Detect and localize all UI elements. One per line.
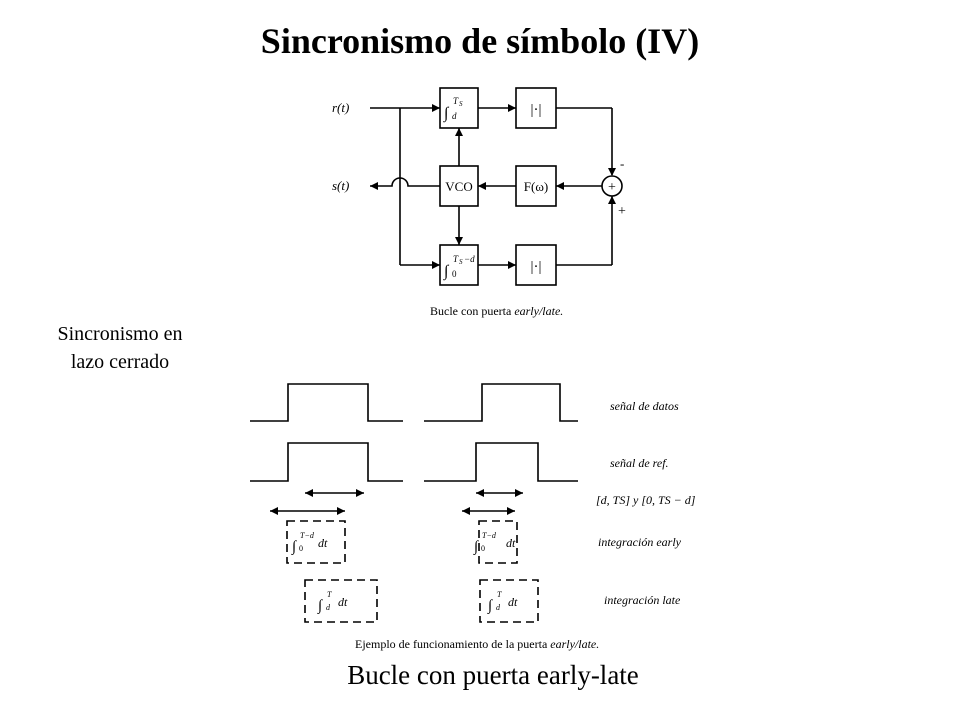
integral-upper-sub: S [459, 258, 463, 266]
vco-label: VCO [445, 179, 472, 194]
integral-lower-limit: 0 [452, 269, 457, 279]
arrow-icon [478, 182, 486, 190]
arrow-icon [370, 182, 378, 190]
arrow-icon [432, 104, 440, 112]
svg-text:∫: ∫ [473, 539, 480, 555]
integral-upper-limit: T [453, 96, 459, 106]
vco-output-line [370, 177, 440, 187]
arrow-icon [507, 507, 515, 515]
svg-text:T: T [497, 590, 502, 599]
row-label-interval: [d, TS] y [0, TS − d] [596, 493, 696, 507]
filter-label: F(ω) [524, 179, 548, 194]
svg-text:d: d [326, 603, 331, 612]
integral-upper-limit: T [453, 254, 459, 264]
early-integration-box-2 [478, 520, 518, 564]
integral-lower-limit: d [452, 111, 457, 121]
row-label-data: señal de datos [610, 399, 679, 413]
early-integration-box-1 [286, 520, 346, 564]
row-label-late: integración late [604, 593, 681, 607]
svg-text:T: T [327, 590, 332, 599]
svg-text:T−d: T−d [482, 531, 497, 540]
late-formula-1: ∫ T d dt [317, 590, 348, 614]
late-integration-box-2 [479, 579, 539, 623]
svg-text:dt: dt [508, 595, 518, 609]
arrow-icon [462, 507, 470, 515]
caption-prefix: Ejemplo de funcionamiento de la puerta [355, 637, 550, 651]
svg-text:T−d: T−d [300, 531, 315, 540]
svg-text:∫: ∫ [317, 598, 324, 614]
timing-diagram-caption: Ejemplo de funcionamiento de la puerta e… [355, 637, 599, 651]
caption-emph: early/late. [514, 304, 563, 318]
arrow-icon [432, 261, 440, 269]
early-formula-1: ∫ T−d 0 dt [291, 531, 328, 555]
integral-sign: ∫ [443, 263, 450, 281]
arrow-icon [556, 182, 564, 190]
arrow-icon [476, 489, 484, 497]
ref-signal-waveform-1 [250, 442, 403, 482]
arrow-icon [508, 104, 516, 112]
output-label: s(t) [332, 178, 349, 193]
svg-text:∫: ∫ [487, 598, 494, 614]
late-integration-box-1 [304, 579, 378, 623]
caption-prefix: Bucle con puerta [430, 304, 514, 318]
svg-text:0: 0 [299, 544, 303, 553]
timing-diagram [250, 383, 578, 623]
minus-sign: - [620, 156, 624, 171]
side-label-line-1: Sincronismo en [57, 323, 183, 345]
ref-signal-waveform-2 [424, 442, 578, 482]
row-label-ref: señal de ref. [610, 456, 669, 470]
svg-text:d: d [496, 603, 501, 612]
arrow-icon [356, 489, 364, 497]
summer-label: + [608, 180, 616, 195]
integral-upper-rest: −d [464, 254, 475, 264]
arrow-icon [455, 128, 463, 136]
data-signal-waveform-1 [250, 383, 403, 422]
page-title: Sincronismo de símbolo (IV) [260, 21, 700, 61]
integral-upper-sub: S [459, 100, 463, 108]
block-diagram [370, 87, 623, 286]
arrow-icon [337, 507, 345, 515]
late-formula-2: ∫ T d dt [487, 590, 518, 614]
arrow-icon [270, 507, 278, 515]
bottom-caption: Bucle con puerta early-late [347, 660, 639, 690]
arrow-icon [608, 168, 616, 176]
abs-bottom-label: |·| [530, 259, 541, 275]
arrow-icon [455, 237, 463, 245]
input-label: r(t) [332, 100, 349, 115]
svg-text:dt: dt [506, 536, 516, 550]
svg-text:∫: ∫ [291, 539, 298, 555]
plus-sign: + [618, 204, 626, 219]
arrow-icon [608, 196, 616, 204]
data-signal-waveform-2 [424, 383, 578, 422]
abs-top-label: |·| [530, 102, 541, 118]
integral-sign: ∫ [443, 105, 450, 123]
arrow-icon [508, 261, 516, 269]
arrow-icon [305, 489, 313, 497]
row-label-early: integración early [598, 535, 682, 549]
side-label-line-2: lazo cerrado [70, 351, 170, 373]
early-formula-2: ∫ T−d 0 dt [473, 531, 516, 555]
block-diagram-caption: Bucle con puerta early/late. [430, 304, 563, 318]
svg-text:dt: dt [318, 536, 328, 550]
svg-text:dt: dt [338, 595, 348, 609]
side-label: Sincronismo en lazo cerrado [30, 320, 210, 376]
svg-text:0: 0 [481, 544, 485, 553]
caption-emph: early/late. [550, 637, 599, 651]
arrow-icon [515, 489, 523, 497]
